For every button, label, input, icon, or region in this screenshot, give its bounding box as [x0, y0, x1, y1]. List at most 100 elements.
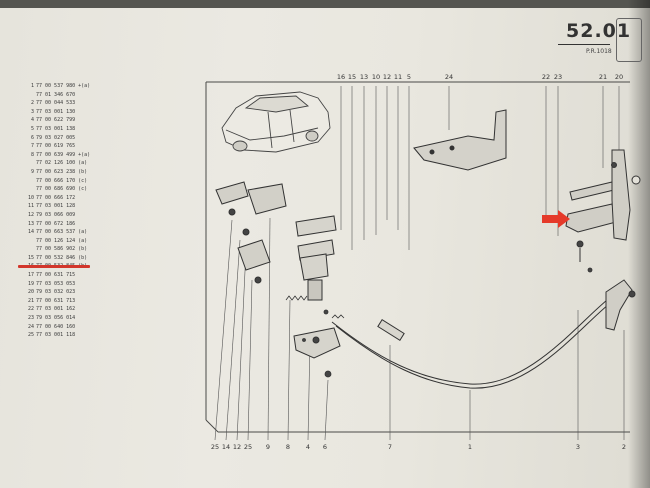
part-note: (a)	[78, 160, 88, 167]
part-number: 77 03 001 130	[36, 108, 76, 115]
callout-bottom-number: 6	[323, 443, 327, 451]
part-note: +(a)	[78, 151, 91, 158]
callout-bottom-number: 2	[622, 443, 626, 451]
part-index: 15	[27, 254, 34, 261]
callout-top-number: 22	[542, 73, 550, 81]
part-number: 77 00 532 846	[36, 254, 76, 261]
part-index: 22	[27, 306, 34, 313]
part-note: (a)	[78, 229, 88, 236]
callout-top-number: 10	[372, 73, 380, 81]
part-note: (a)	[78, 237, 88, 244]
callout-top-number: 11	[394, 73, 402, 81]
section-reference: P.R.1018	[586, 48, 612, 55]
highlight-underline	[18, 265, 90, 268]
part-note: +(a)	[78, 83, 91, 89]
part-number: 77 00 631 715	[36, 272, 76, 279]
part-index: 9	[30, 168, 34, 175]
callout-top-number: 21	[599, 73, 607, 81]
part-index: 8	[30, 151, 34, 158]
callout-bottom-number: 25	[211, 443, 219, 451]
part-index: 5	[30, 125, 34, 132]
part-number: 77 00 044 533	[36, 100, 76, 107]
part-index: 24	[27, 323, 34, 330]
part-number: 77 02 126 100	[36, 160, 76, 167]
part-number: 77 01 346 670	[36, 91, 76, 98]
part-number: 77 03 053 053	[36, 280, 76, 287]
page-top-edge	[0, 0, 650, 8]
part-index: 10	[27, 194, 34, 201]
part-number: 77 00 631 713	[36, 297, 76, 304]
callout-top-number: 24	[445, 73, 453, 81]
part-index: 11	[27, 203, 34, 210]
part-index: 17	[27, 272, 34, 279]
part-number: 77 03 001 118	[36, 332, 76, 339]
part-note: (b)	[78, 254, 88, 261]
callout-bottom-number: 1	[468, 443, 472, 451]
part-number: 79 03 027 005	[36, 134, 76, 141]
part-note: (c)	[78, 186, 88, 193]
part-note: (b)	[78, 168, 88, 175]
parts-list-row: 77 00 126 124(a)	[22, 237, 114, 246]
callout-bottom-number: 8	[286, 443, 290, 451]
bonnet-hinge-assembly	[565, 149, 641, 262]
part-index: 12	[27, 211, 34, 218]
part-number: 77 00 666 172	[36, 194, 76, 201]
callout-top-number: 5	[407, 73, 411, 81]
parts-list-row: 77 00 586 902(b)	[22, 245, 114, 254]
part-index: 19	[27, 280, 34, 287]
part-number: 77 00 686 690	[36, 186, 76, 193]
callout-top-number: 15	[348, 73, 356, 81]
section-rule	[558, 44, 610, 45]
parts-list-row: 77 01 346 670	[22, 91, 114, 100]
part-number: 77 00 619 765	[36, 143, 76, 150]
part-index: 6	[30, 134, 34, 141]
callout-top-number: 16	[337, 73, 345, 81]
release-cable	[331, 279, 636, 389]
springs	[285, 295, 345, 319]
section-tab-box	[616, 18, 642, 62]
callout-top-number: 12	[383, 73, 391, 81]
part-number: 77 00 640 160	[36, 323, 76, 330]
part-note: (b)	[78, 246, 88, 253]
part-index: 3	[30, 108, 34, 115]
part-number: 77 03 001 162	[36, 306, 76, 313]
callout-bottom-number: 12	[233, 443, 241, 451]
part-number: 77 00 126 124	[36, 237, 76, 244]
callout-bottom-number: 14	[222, 443, 230, 451]
part-index: 21	[27, 297, 34, 304]
part-number: 77 03 001 128	[36, 203, 76, 210]
part-index: 4	[30, 117, 34, 124]
callout-top-number: 23	[554, 73, 562, 81]
part-number: 77 00 639 499	[36, 151, 76, 158]
part-index: 14	[27, 229, 34, 236]
callout-bottom-number: 25	[244, 443, 252, 451]
part-number: 79 03 056 014	[36, 315, 76, 322]
part-number: 79 03 066 009	[36, 211, 76, 218]
part-index: 7	[30, 143, 34, 150]
part-number: 77 03 001 138	[36, 125, 76, 132]
part-index: 20	[27, 289, 34, 296]
part-number: 79 03 032 023	[36, 289, 76, 296]
parts-list-row: 77 00 666 170(c)	[22, 177, 114, 186]
page-edge-shadow	[628, 0, 650, 488]
callout-bottom-number: 3	[576, 443, 580, 451]
